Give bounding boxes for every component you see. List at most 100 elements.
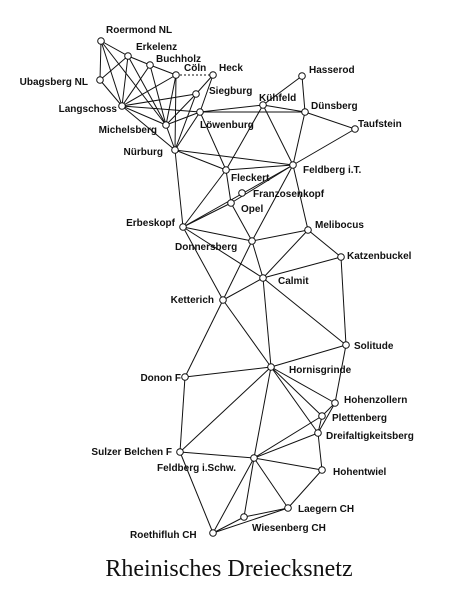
connection-hornisgrinde-feldberg_schw <box>253 366 272 459</box>
station-label-katzenbuckel: Katzenbuckel <box>347 251 412 262</box>
station-marker-katzenbuckel <box>337 253 345 261</box>
station-marker-loewenburg <box>196 108 204 116</box>
station-label-feldberg_schw: Feldberg i.Schw. <box>157 463 236 474</box>
station-marker-ketterich <box>219 296 227 304</box>
station-label-feldberg_it: Feldberg i.T. <box>303 165 362 176</box>
connections-layer <box>99 40 356 534</box>
connection-hornisgrinde-dreifaltigkeitsberg <box>270 366 319 434</box>
connection-heck-siegburg <box>195 74 214 95</box>
connection-melibocus-calmit <box>262 229 309 279</box>
station-label-loewenburg: Löwenburg <box>200 120 254 131</box>
connection-loewenburg-fleckert <box>199 111 227 171</box>
connection-loewenburg-nuerburg <box>174 111 201 151</box>
connection-hohentwiel-laegern <box>287 469 323 509</box>
connection-feldberg_schw-roethifluh <box>212 457 255 534</box>
connection-langschoss-michelsberg <box>121 105 167 126</box>
connection-wiesenberg-roethifluh <box>212 516 245 534</box>
diagram-caption: Rheinisches Dreiecksnetz <box>105 556 353 582</box>
connection-donon-hornisgrinde <box>184 366 272 378</box>
station-marker-siegburg <box>192 90 200 98</box>
station-marker-heck <box>209 71 217 79</box>
connection-coeln-michelsberg <box>165 74 177 126</box>
station-label-kuehfeld: Kühfeld <box>259 93 296 104</box>
station-marker-franzosenkopf <box>238 189 246 197</box>
connection-laegern-roethifluh <box>212 507 289 534</box>
station-label-franzosenkopf: Franzosenkopf <box>253 189 325 200</box>
connection-roermond-michelsberg <box>100 40 167 126</box>
station-marker-wiesenberg <box>240 513 248 521</box>
connection-feldberg_it-donnersberg <box>251 164 294 242</box>
station-marker-dreifaltigkeitsberg <box>314 429 322 437</box>
station-label-ketterich: Ketterich <box>171 295 214 306</box>
connection-fleckert-erbeskopf <box>182 169 227 228</box>
connection-sulzer-feldberg_schw <box>179 451 255 459</box>
connection-coeln-nuerburg <box>174 74 177 151</box>
connection-erbeskopf-ketterich <box>182 226 224 301</box>
station-label-nuerburg: Nürburg <box>124 147 163 158</box>
station-marker-erbeskopf <box>179 223 187 231</box>
connection-nuerburg-feldberg_it <box>174 149 294 166</box>
station-label-taufstein: Taufstein <box>358 119 402 130</box>
connection-calmit-ketterich <box>222 277 264 301</box>
connection-feldberg_schw-wiesenberg <box>243 457 255 518</box>
station-marker-ubagsberg <box>96 76 104 84</box>
station-label-erbeskopf: Erbeskopf <box>126 218 176 229</box>
station-marker-donnersberg <box>248 237 256 245</box>
station-label-solitude: Solitude <box>354 341 394 352</box>
connection-roermond-ubagsberg <box>99 40 102 81</box>
connection-erkelenz-langschoss <box>121 55 129 107</box>
station-marker-roethifluh <box>209 529 217 537</box>
connection-heck-loewenburg <box>199 74 214 113</box>
station-label-laegern: Laegern CH <box>298 504 354 515</box>
connection-erkelenz-michelsberg <box>127 55 167 126</box>
connection-taufstein-feldberg_it <box>292 128 356 166</box>
connection-dreifaltigkeitsberg-hohentwiel <box>317 432 323 471</box>
station-marker-michelsberg <box>162 121 170 129</box>
station-marker-feldberg_it <box>289 161 297 169</box>
station-marker-opel <box>227 199 235 207</box>
station-label-buchholz: Buchholz <box>156 54 201 65</box>
station-marker-hasserod <box>298 72 306 80</box>
connection-loewenburg-kuehfeld <box>199 104 264 113</box>
connection-feldberg_it-erbeskopf <box>182 164 294 228</box>
connection-donon-sulzer <box>179 376 186 453</box>
station-label-calmit: Calmit <box>278 276 309 287</box>
connection-kuehfeld-feldberg_it <box>262 104 294 166</box>
station-marker-hohentwiel <box>318 466 326 474</box>
connection-katzenbuckel-solitude <box>340 256 347 346</box>
connection-laegern-wiesenberg <box>243 507 289 518</box>
station-marker-sulzer <box>176 448 184 456</box>
connection-duensberg-feldberg_it <box>292 111 306 166</box>
connection-langschoss-nuerburg <box>121 105 176 151</box>
connection-katzenbuckel-calmit <box>262 256 342 279</box>
connection-roermond-langschoss <box>100 40 123 107</box>
connection-opel-donnersberg <box>230 202 253 242</box>
connection-duensberg-taufstein <box>304 111 356 130</box>
connection-coeln-langschoss <box>121 74 177 107</box>
station-marker-langschoss <box>118 102 126 110</box>
connection-solitude-hornisgrinde <box>270 344 347 368</box>
connection-ketterich-donon <box>184 299 224 378</box>
station-marker-solitude <box>342 341 350 349</box>
connection-michelsberg-loewenburg <box>165 111 201 126</box>
station-marker-feldberg_schw <box>250 454 258 462</box>
station-marker-coeln <box>172 71 180 79</box>
station-label-donnersberg: Donnersberg <box>175 242 237 253</box>
station-marker-buchholz <box>146 61 154 69</box>
connection-buchholz-michelsberg <box>149 64 167 126</box>
station-label-fleckert: Fleckert <box>231 173 270 184</box>
station-label-hohentwiel: Hohentwiel <box>333 467 387 478</box>
connection-ketterich-hornisgrinde <box>222 299 272 368</box>
station-marker-donon <box>181 373 189 381</box>
connection-siegburg-nuerburg <box>174 93 197 151</box>
station-marker-plettenberg <box>318 412 326 420</box>
connection-hasserod-duensberg <box>301 75 306 113</box>
station-label-michelsberg: Michelsberg <box>99 125 157 136</box>
connection-hornisgrinde-plettenberg <box>270 366 323 417</box>
station-marker-kuehfeld <box>259 101 267 109</box>
connection-plettenberg-feldberg_schw <box>253 415 323 459</box>
connection-buchholz-coeln <box>149 64 177 76</box>
connection-erkelenz-ubagsberg <box>99 55 129 81</box>
connection-calmit-hornisgrinde <box>262 277 272 368</box>
